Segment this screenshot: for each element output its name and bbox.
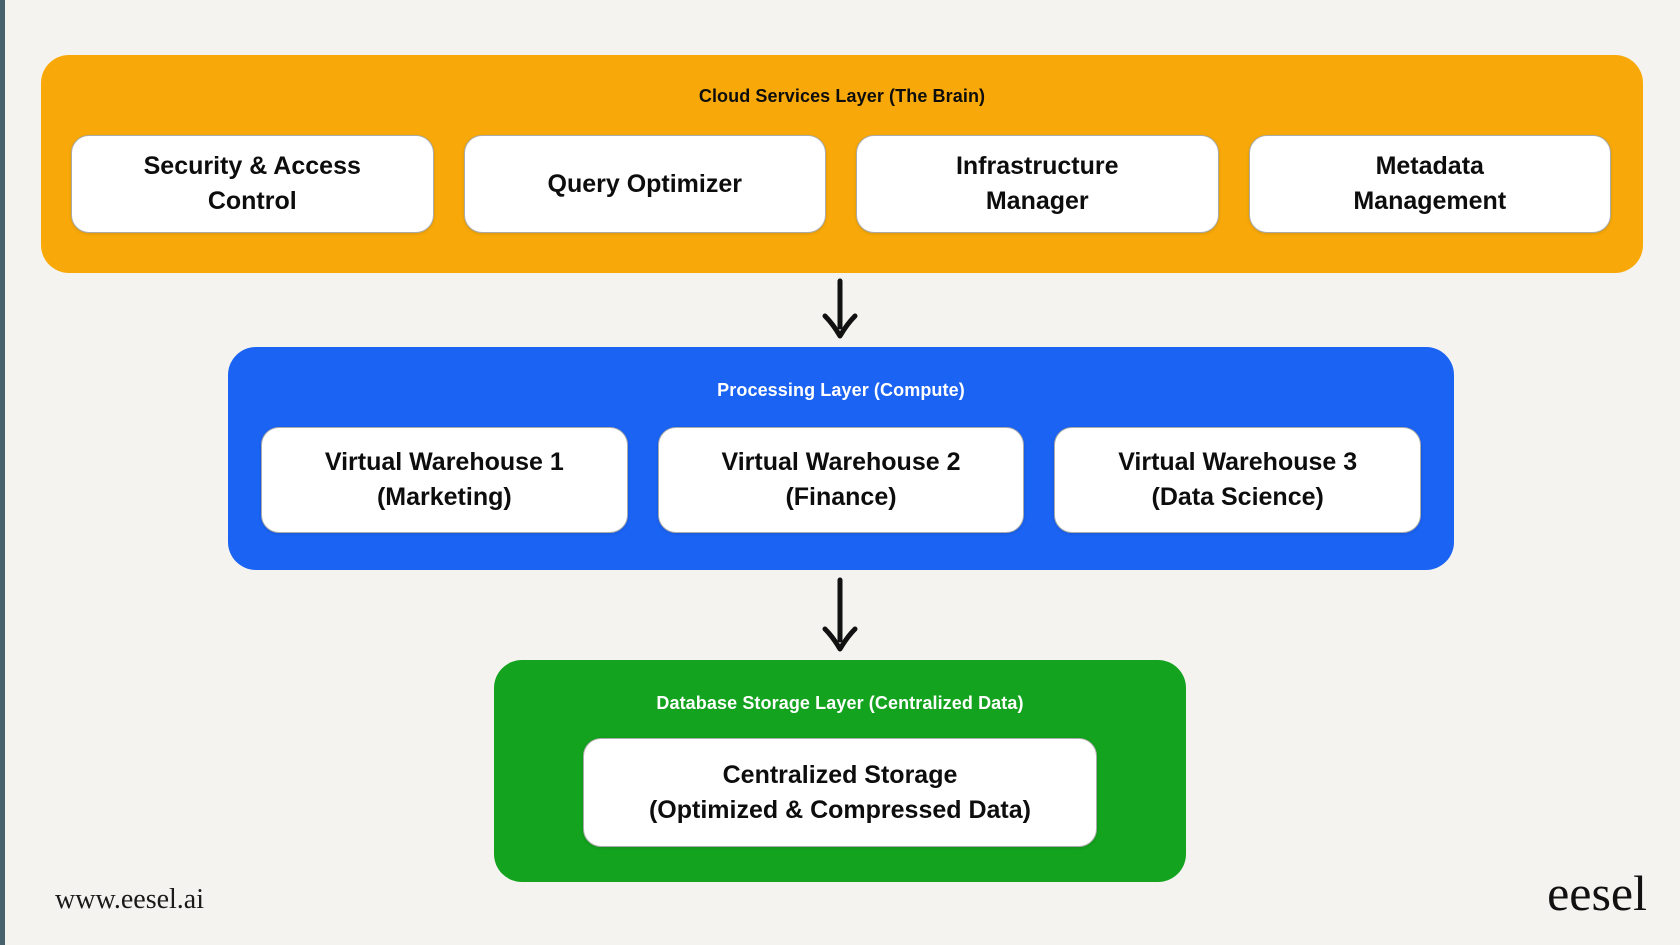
storage-boxes: Centralized Storage (Optimized & Compres… xyxy=(583,738,1097,847)
layer-cloud-services: Cloud Services Layer (The Brain) Securit… xyxy=(41,55,1643,273)
page-left-border xyxy=(0,0,5,945)
layer-database-storage-title: Database Storage Layer (Centralized Data… xyxy=(656,693,1024,713)
box-label: Security & Access xyxy=(143,152,361,180)
box-virtual-warehouse-2: Virtual Warehouse 2 (Finance) xyxy=(657,427,1025,533)
box-label: Virtual Warehouse 3 xyxy=(1118,448,1358,476)
layer-processing: Processing Layer (Compute) Virtual Wareh… xyxy=(228,347,1454,570)
box-label: (Data Science) xyxy=(1151,483,1324,511)
box-label: Centralized Storage xyxy=(722,760,958,789)
box-label: (Marketing) xyxy=(376,483,512,511)
box-centralized-storage: Centralized Storage (Optimized & Compres… xyxy=(583,738,1097,847)
layer-processing-title: Processing Layer (Compute) xyxy=(717,380,965,400)
box-label: Virtual Warehouse 1 xyxy=(324,448,564,476)
eesel-logo: eesel xyxy=(1547,865,1647,921)
box-label: Management xyxy=(1353,187,1507,215)
down-arrow-icon xyxy=(822,577,858,652)
box-label: Control xyxy=(207,187,297,215)
box-metadata-management: Metadata Management xyxy=(1248,135,1611,233)
cloud-services-boxes: Security & Access Control Query Optimize… xyxy=(71,135,1611,233)
box-label: Infrastructure xyxy=(955,152,1119,180)
box-label: Virtual Warehouse 2 xyxy=(721,448,961,476)
box-query-optimizer: Query Optimizer xyxy=(463,135,826,233)
footer-website-url: www.eesel.ai xyxy=(55,884,205,915)
down-arrow-icon xyxy=(822,278,858,339)
layer-database-storage: Database Storage Layer (Centralized Data… xyxy=(494,660,1186,882)
box-virtual-warehouse-1: Virtual Warehouse 1 (Marketing) xyxy=(261,427,628,533)
box-infrastructure-manager: Infrastructure Manager xyxy=(856,135,1219,233)
box-virtual-warehouse-3: Virtual Warehouse 3 (Data Science) xyxy=(1054,427,1422,533)
box-label: (Optimized & Compressed Data) xyxy=(648,795,1031,824)
processing-boxes: Virtual Warehouse 1 (Marketing) Virtual … xyxy=(261,427,1422,533)
box-label: Query Optimizer xyxy=(547,169,743,198)
box-label: Manager xyxy=(985,187,1089,215)
layer-cloud-services-title: Cloud Services Layer (The Brain) xyxy=(698,86,986,106)
box-security-access-control: Security & Access Control xyxy=(71,135,434,233)
box-label: (Finance) xyxy=(785,483,897,511)
box-label: Metadata xyxy=(1375,152,1484,180)
